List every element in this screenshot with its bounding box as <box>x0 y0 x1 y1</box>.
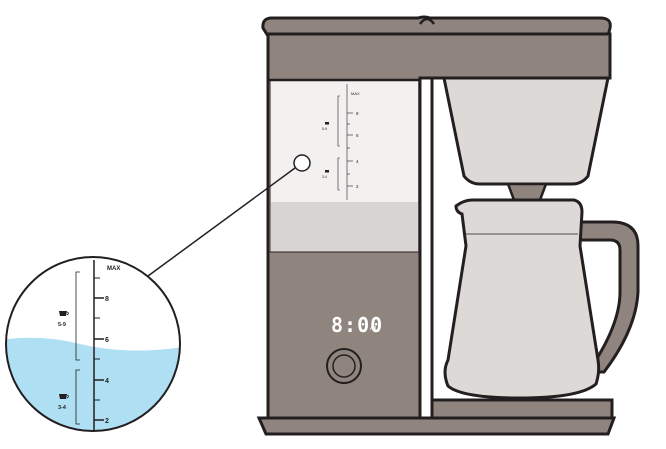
power-dial-icon[interactable] <box>326 348 362 384</box>
magnifier-target-ring <box>293 154 311 172</box>
carafe-body <box>443 198 601 400</box>
magnifier-tick-4: 4 <box>105 378 109 385</box>
bracket-lower <box>75 369 80 425</box>
magnifier-water <box>6 337 180 431</box>
reservoir-tick-4: 4 <box>356 159 359 164</box>
reservoir-tick-2: 2 <box>356 184 359 189</box>
reservoir-tick-6: 6 <box>356 133 359 138</box>
reservoir-group-upper: 5-9 <box>322 127 327 131</box>
magnifier-rim <box>5 256 181 432</box>
reservoir-window-upper <box>271 80 418 202</box>
magnifier-leader-line <box>147 167 296 277</box>
magnifier-group-upper: 5-9 <box>58 322 66 328</box>
magnifier-tick-2: 2 <box>105 418 109 425</box>
reservoir-group-lower: 3-4 <box>322 175 327 179</box>
cup-icon-upper <box>59 311 69 316</box>
magnifier-max-label: MAX <box>107 266 120 272</box>
base-right-foot <box>430 398 614 420</box>
basket-spout <box>506 182 548 202</box>
reservoir-scale: MAX 8 6 4 2 5-9 3-4 <box>322 84 360 200</box>
center-pillar <box>418 76 434 420</box>
magnifier-tick-8: 8 <box>105 296 109 303</box>
clock-time: 8:00 <box>331 313 383 337</box>
bracket-upper <box>75 271 80 361</box>
cup-icon-lower <box>59 394 69 399</box>
lid <box>261 15 612 38</box>
lid-hinge <box>418 17 436 25</box>
clock-ampm: AM <box>370 326 376 332</box>
reservoir-window-lower <box>271 202 418 252</box>
magnifier-group-lower: 3-4 <box>58 405 67 411</box>
reservoir-cup-icon-upper <box>325 122 329 125</box>
reservoir-cup-icon-lower <box>325 170 329 173</box>
brew-basket <box>442 76 610 186</box>
magnifier-tick-6: 6 <box>105 337 109 344</box>
reservoir-tick-8: 8 <box>356 111 359 116</box>
magnifier-lens: MAX 8 6 4 2 5-9 3-4 <box>6 257 180 431</box>
reservoir-max-label: MAX <box>351 91 360 96</box>
base-plate <box>256 416 617 436</box>
